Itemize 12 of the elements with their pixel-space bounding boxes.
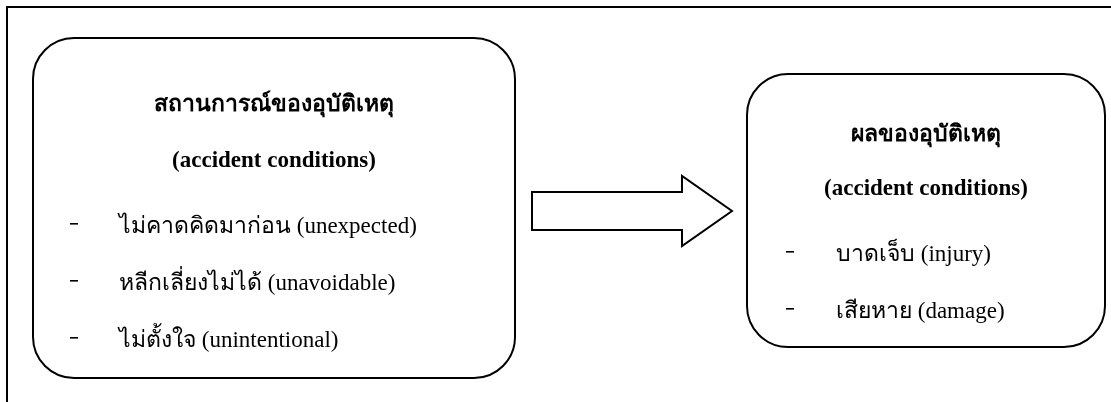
list-item: บาดเจ็บ (injury) [836, 235, 991, 271]
box-subheading: (accident conditions) [172, 147, 376, 172]
list-item: เสียหาย (damage) [836, 297, 1005, 325]
rounded-box [746, 73, 1106, 348]
box-subheading: (accident conditions) [824, 175, 1028, 200]
box-heading: ผลของอุบัติเหตุ [851, 121, 1001, 146]
block-arrow [531, 174, 734, 248]
rounded-box [32, 37, 516, 379]
list-item: ไม่ตั้งใจ (unintentional) [119, 321, 339, 357]
list-item: ไม่คาดคิดมาก่อน (unexpected) [119, 211, 417, 240]
list-item: หลีกเลี่ยงไม่ได้ (unavoidable) [119, 264, 396, 300]
box-heading: สถานการณ์ของอุบัติเหตุ [154, 91, 394, 116]
